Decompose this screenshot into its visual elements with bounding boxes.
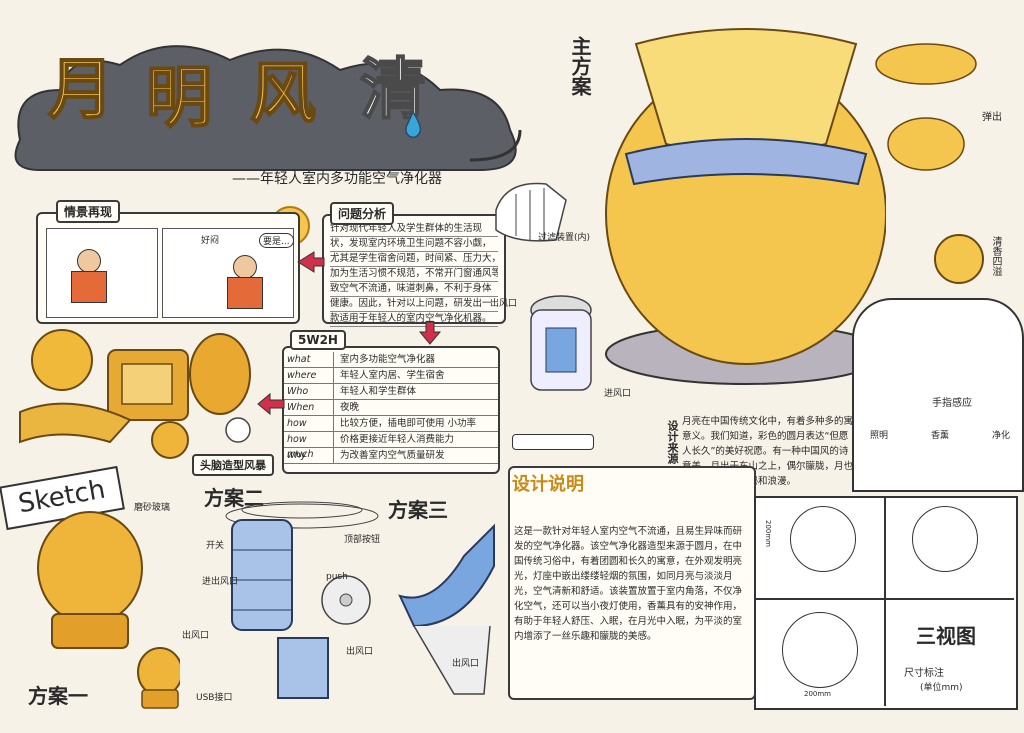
arrow-left-icon [257,392,285,416]
scene-tag: 情景再现 [56,200,121,223]
person-body-2 [227,277,263,309]
main-title: 主方案 [568,36,592,96]
plan3-outlet-label: 出风口 [452,659,480,669]
main-product-illustration [605,28,886,385]
popup-label: 弹出 [982,112,1002,123]
views-divider-v [884,496,886,706]
main-inlet-label: 进风口 [604,389,632,399]
views-note: 尺寸标注 [904,668,944,679]
plan2-push-label: push [326,572,348,582]
plan3-title: 方案三 [388,498,448,522]
main-outlet-label: 出风口 [490,299,518,309]
plan2-switch-label: 开关 [206,541,225,551]
front-view [790,506,856,572]
title-char-1: 月 [47,50,115,129]
mist-moon-icon [934,234,984,284]
aroma-icon-label: 香薰 [930,431,949,441]
arrow-down-icon [418,321,442,345]
problem-line: 加为生活习惯不规范，不常开门窗通风等 [330,267,498,282]
person-head [77,249,101,273]
inspiration-tag: 设计来源 [666,420,679,464]
water-drop-icon [405,110,422,139]
plan1-outlet-label: 出风口 [182,631,210,641]
problem-line: 致空气不流通，味道刺鼻，不利于身体 [330,282,498,297]
power-strip-icon [512,434,594,450]
touch-label: 手指感应 [932,398,972,409]
w5h2-tag: 5W2H [290,330,346,350]
problem-line: 针对现代年轻人及学生群体的生活现 [330,222,498,237]
dim-width: 200mm [804,690,831,698]
sketch-frosted-label: 磨砂玻璃 [134,503,171,513]
lighting-icon-label: 照明 [870,431,889,441]
purify-icon-label: 净化 [991,431,1010,441]
title-char-2: 明 [145,58,213,137]
problem-box: 针对现代年轻人及学生群体的生活现 状，发现室内环境卫生问题不容小觑， 尤其是学生… [322,214,506,327]
plan2-top-button-label: 顶部按钮 [344,535,381,545]
plan3-sketch [398,523,495,695]
filter-sketch [495,182,567,242]
side-view [912,506,978,572]
views-divider-h [754,598,1014,600]
mist-label: 清香四溢 [990,236,1001,276]
problem-line: 款适用于年轻人的室内空气净化机器。 [330,312,498,327]
subtitle: ——年轻人室内多功能空气净化器 [232,171,442,187]
scene-bubble-2: 要是... [259,233,294,248]
function-icons: 照明 香薰 净化 [870,428,1010,441]
dim-height: 200mm [764,520,772,547]
problem-tag: 问题分析 [330,202,395,225]
plan2-title: 方案二 [204,486,264,510]
problem-line: 健康。因此，针对以上问题，研发出一 [330,297,498,312]
brainstorm-sketches [19,329,251,459]
scene-box: 好闷 要是... [36,212,300,324]
person-head-2 [233,255,257,279]
plan1-usb-label: USB接口 [196,693,233,703]
plan2-vent-label: 进出风口 [202,577,239,587]
person-body [71,271,107,303]
views-title: 三视图 [916,624,976,648]
plan2-sketch [225,501,379,699]
section-sketch [530,295,592,391]
top-view [782,612,858,688]
views-unit: (单位mm) [920,683,963,693]
title-char-3: 风 [249,54,317,133]
arrow-icon [297,251,325,273]
popup-sequence [875,43,977,171]
plan1-title: 方案一 [28,684,88,708]
problem-line: 状，发现室内环境卫生问题不容小觑， [330,237,498,252]
scene-panel-2: 好闷 要是... [162,228,294,318]
design-tag: 设计说明 [512,474,584,495]
scene-bubble-1: 好闷 [201,236,220,246]
problem-line: 尤其是学生宿舍问题，时间紧、压力大， [330,252,498,267]
title-cloud [14,45,522,171]
brainstorm-tag: 头脑造型风暴 [192,454,274,476]
plan1-sketch [37,511,180,709]
touch-panel [852,298,1024,492]
design-text: 这是一款针对年轻人室内空气不流通，且易生异味而研发的空气净化器。该空气净化器造型… [514,526,743,642]
plan2-outlet-label: 出风口 [346,647,374,657]
scene-panel-1 [46,228,158,318]
filter-label: 过滤装置(内) [538,233,591,243]
